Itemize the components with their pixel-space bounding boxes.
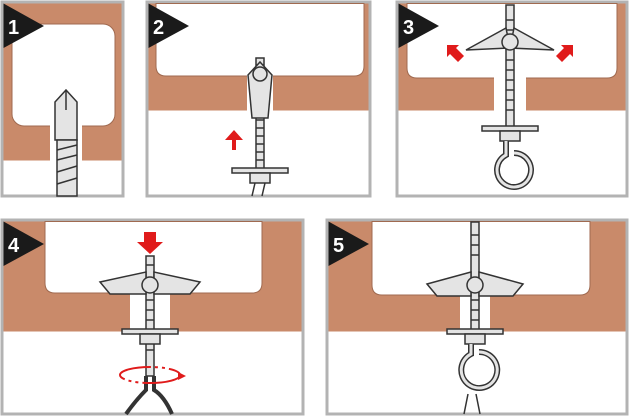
step-number: 3 [403,17,414,39]
arrow-down-icon [137,232,163,254]
toggle-bolt-icon [425,221,525,415]
drill-bit-icon [54,88,78,197]
step-4-panel: 4 [0,218,305,416]
arrow-out-right-icon [556,45,573,62]
step-1-panel: 1 [0,0,125,198]
toggle-bolt-icon [231,57,289,197]
arrow-out-left-icon [447,45,464,62]
step-5-panel: 5 [325,218,629,416]
step-number: 5 [333,235,344,257]
step-number: 4 [8,235,20,257]
arrow-up-icon [225,130,243,150]
step-3-panel: 3 [395,0,629,198]
step-number: 2 [153,17,164,39]
toggle-bolt-icon [98,255,202,416]
step-badge [3,3,44,48]
step-2-panel: 2 [145,0,372,198]
toggle-bolt-icon [465,4,555,190]
step-number: 1 [8,17,19,39]
